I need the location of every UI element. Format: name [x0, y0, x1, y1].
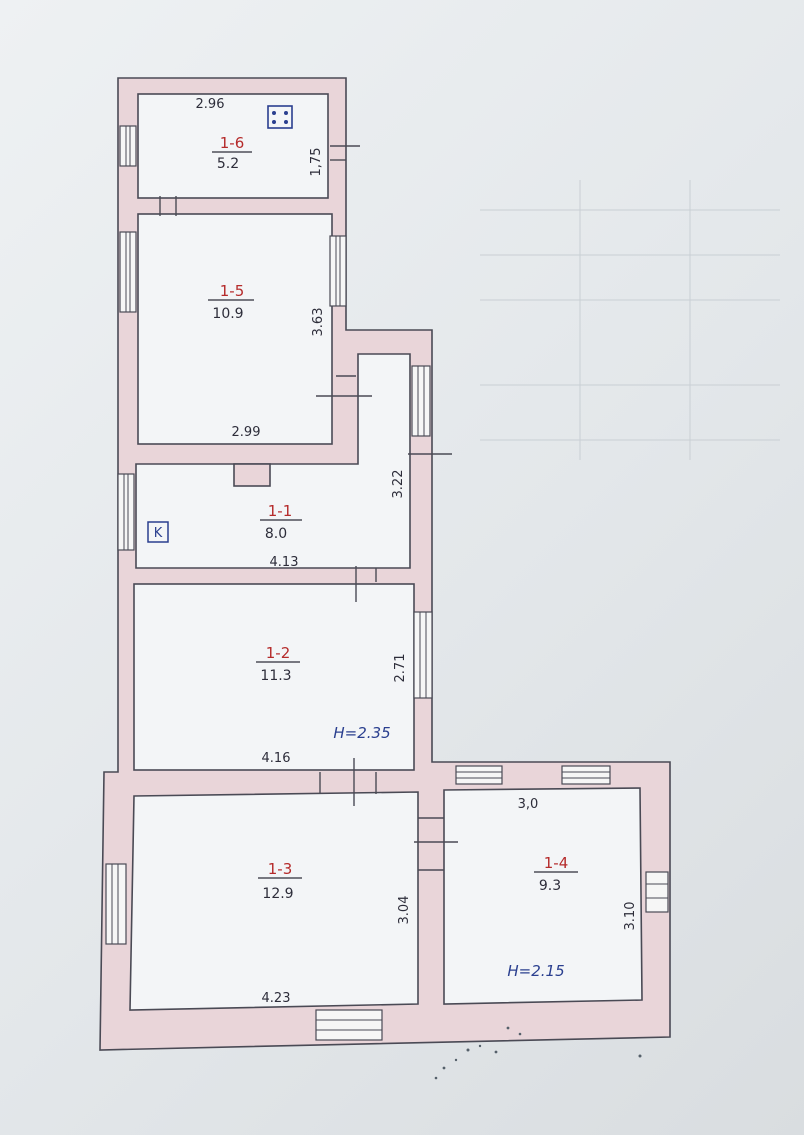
room-area: 11.3 [260, 668, 291, 684]
dim-r15-depth: 3.63 [311, 308, 326, 337]
room-label-1-2: 1-2 11.3 [256, 644, 300, 684]
room-id: 1-2 [266, 644, 291, 662]
room-area: 8.0 [265, 526, 287, 542]
window-left-2 [119, 231, 137, 313]
room-label-1-1: 1-1 8.0 [260, 502, 302, 542]
room-id: 1-3 [268, 860, 293, 878]
dim-r11-width: 4.13 [270, 555, 299, 570]
room-1-3-floor [129, 791, 419, 1011]
room-1-1-floor [135, 353, 411, 569]
room-label-1-5: 1-5 10.9 [208, 282, 254, 322]
window-right-1 [329, 235, 347, 307]
dim-r14-width: 3,0 [518, 797, 539, 812]
dim-r12-depth: 2.71 [393, 654, 408, 683]
doors [159, 145, 458, 871]
window-right-3 [413, 611, 433, 699]
window-top-2 [561, 765, 611, 785]
background-grid [480, 180, 780, 460]
dim-r14-depth: 3.10 [623, 902, 638, 931]
pencil-marks [434, 1026, 642, 1080]
room-id: 1-1 [268, 502, 293, 520]
room-label-1-6: 1-6 5.2 [212, 134, 252, 172]
window-right-4 [645, 871, 669, 913]
room-area: 12.9 [262, 886, 293, 902]
kitchen-wall-niche [233, 463, 271, 487]
window-right-2 [411, 365, 431, 437]
room-area: 9.3 [539, 878, 561, 894]
window-top-1 [455, 765, 503, 785]
height-main: H=2.35 [333, 724, 390, 742]
dim-r16-depth: 1,75 [309, 148, 324, 177]
room-1-5-floor [137, 213, 333, 445]
height-annex: H=2.15 [507, 962, 564, 980]
room-id: 1-4 [544, 854, 569, 872]
room-1-2-floor [133, 583, 415, 771]
stove-icon [267, 105, 293, 129]
room-1-4-floor [443, 787, 643, 1005]
kitchen-marker: K [147, 521, 169, 543]
dim-r15-width: 2.99 [232, 425, 261, 440]
dim-r12-width: 4.16 [262, 751, 291, 766]
room-area: 10.9 [212, 306, 243, 322]
dim-r13-depth: 3.04 [397, 896, 412, 925]
room-area: 5.2 [217, 156, 239, 172]
dim-r16-width: 2.96 [196, 97, 225, 112]
room-label-1-4: 1-4 9.3 [534, 854, 578, 894]
room-id: 1-6 [220, 134, 245, 152]
kitchen-label: K [154, 526, 163, 541]
room-label-1-3: 1-3 12.9 [258, 860, 302, 902]
window-left-3 [117, 473, 135, 551]
dim-r13-width: 4.23 [262, 991, 291, 1006]
dim-r11-depth: 3.22 [391, 470, 406, 499]
room-id: 1-5 [220, 282, 245, 300]
window-left-1 [119, 125, 137, 167]
window-left-4 [105, 863, 127, 945]
window-bottom [315, 1009, 383, 1041]
room-1-6-floor [137, 93, 329, 199]
